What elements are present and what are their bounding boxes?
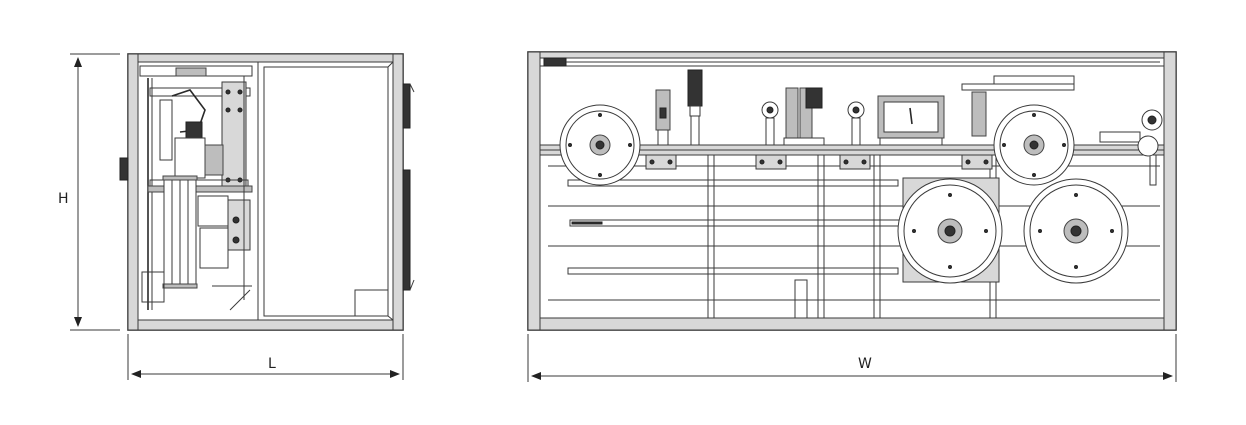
dimension-height: H xyxy=(58,53,120,331)
top-components xyxy=(655,69,1163,157)
front-view xyxy=(527,51,1177,331)
side-view xyxy=(119,53,415,331)
lower-spool-left xyxy=(897,177,1003,284)
dimension-width: W xyxy=(527,334,1177,382)
width-label: W xyxy=(858,356,872,372)
hinge-bottom xyxy=(402,169,411,291)
plate-stack xyxy=(162,175,198,289)
deck-brackets xyxy=(645,154,993,170)
height-label: H xyxy=(58,191,69,207)
length-label: L xyxy=(268,356,276,372)
dimension-length: L xyxy=(127,334,404,380)
side-view-door-panel xyxy=(257,61,394,321)
upper-spool-right xyxy=(993,104,1075,186)
lower-spool-right xyxy=(1023,178,1129,284)
side-view-mechanism xyxy=(139,65,253,311)
upper-spool-left xyxy=(559,104,641,186)
hinge-top xyxy=(402,83,411,129)
side-handle xyxy=(119,157,129,181)
